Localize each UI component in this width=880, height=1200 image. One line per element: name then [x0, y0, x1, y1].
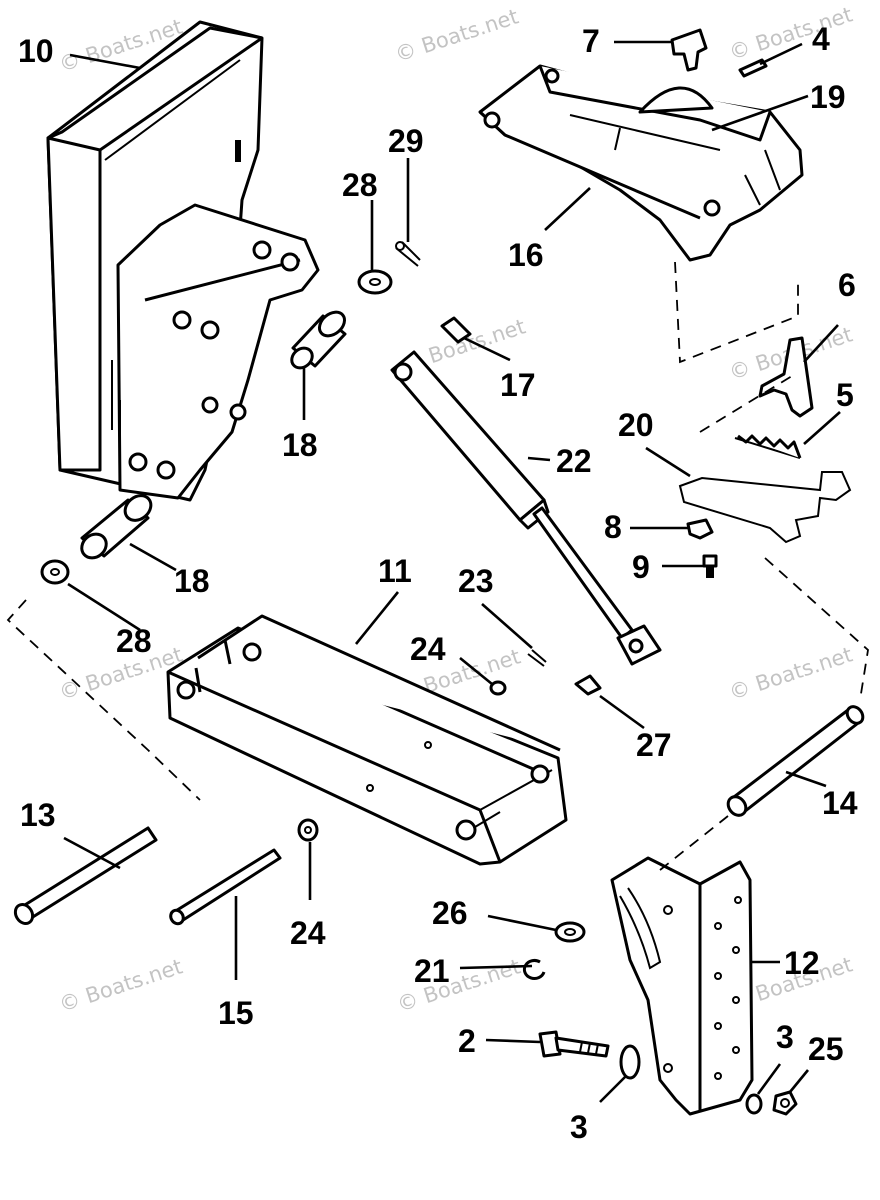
part-22-gas-strut: [390, 350, 662, 666]
callout-16: 16: [508, 237, 544, 273]
callout-13: 13: [20, 797, 56, 833]
part-12-side-bracket: [610, 856, 754, 1116]
callout-20: 20: [618, 407, 654, 443]
callout-5: 5: [836, 377, 854, 413]
part-26-washer: [554, 921, 586, 943]
part-20-wire-link: [678, 471, 852, 544]
part-4-pin: [738, 58, 768, 78]
part-18-bushing-upper: [290, 310, 347, 370]
part-9-screw: [702, 554, 718, 578]
part-16-tilt-lever: [478, 64, 804, 262]
watermark: © Boats.net: [726, 642, 855, 704]
callout-labels: 10 7 4 19 29 28 16 6 17 5 20 18 22 8 9 1…: [18, 21, 858, 1145]
part-28-washer-upper: [357, 269, 393, 295]
part-21-clip: [522, 958, 546, 980]
part-6-lever: [758, 336, 814, 418]
callout-24-upper: 24: [410, 631, 446, 667]
part-5-spring: [734, 434, 802, 459]
callout-11: 11: [378, 553, 412, 589]
callout-27: 27: [636, 727, 672, 763]
part-7-knob: [670, 28, 708, 72]
part-15-rod: [169, 848, 282, 926]
callout-28-upper: 28: [342, 167, 378, 203]
callout-21: 21: [414, 953, 450, 989]
callout-24-lower: 24: [290, 915, 326, 951]
part-10-transom-bracket: [46, 20, 320, 502]
part-27-pin: [574, 674, 602, 696]
callout-19: 19: [810, 79, 846, 115]
part-24-washer-upper: [489, 680, 507, 696]
part-24-washer-lower: [297, 818, 319, 842]
callout-23: 23: [458, 563, 494, 599]
callout-29: 29: [388, 123, 424, 159]
part-2-bolt: [538, 1030, 610, 1058]
callout-28-lower: 28: [116, 623, 152, 659]
leader-lines: [63, 40, 841, 1103]
part-8-clip: [686, 518, 714, 540]
callout-26: 26: [432, 895, 468, 931]
callout-3-left: 3: [570, 1109, 588, 1145]
watermark: © Boats.net: [392, 4, 521, 66]
part-14-rod: [726, 705, 865, 817]
callout-12: 12: [784, 945, 820, 981]
assembly-lines: [6, 261, 869, 871]
callout-6: 6: [838, 267, 856, 303]
part-11-swivel-bracket: [166, 614, 568, 866]
callout-4: 4: [812, 21, 830, 57]
part-29-cotter-pin: [395, 241, 421, 267]
part-3-washer-left: [619, 1044, 641, 1080]
part-17-pin: [440, 316, 472, 344]
callout-17: 17: [500, 367, 536, 403]
callout-14: 14: [822, 785, 858, 821]
callout-25: 25: [808, 1031, 844, 1067]
watermark: © Boats.net: [56, 954, 185, 1016]
part-3-washer-right: [745, 1093, 763, 1115]
part-25-nut: [772, 1090, 798, 1116]
watermark: © Boats.net: [726, 2, 855, 64]
callout-9: 9: [632, 549, 650, 585]
part-18-bushing-lower: [80, 494, 153, 560]
callout-2: 2: [458, 1023, 476, 1059]
callout-18-lower: 18: [174, 563, 210, 599]
part-23-cotter-pin: [527, 649, 547, 667]
callout-8: 8: [604, 509, 622, 545]
callout-22: 22: [556, 443, 592, 479]
callout-3-right: 3: [776, 1019, 794, 1055]
part-28-washer-lower: [40, 559, 70, 585]
callout-10: 10: [18, 33, 54, 69]
part-13-rod: [13, 826, 158, 925]
callout-18-upper: 18: [282, 427, 318, 463]
callout-15: 15: [218, 995, 254, 1031]
callout-7: 7: [582, 23, 600, 59]
